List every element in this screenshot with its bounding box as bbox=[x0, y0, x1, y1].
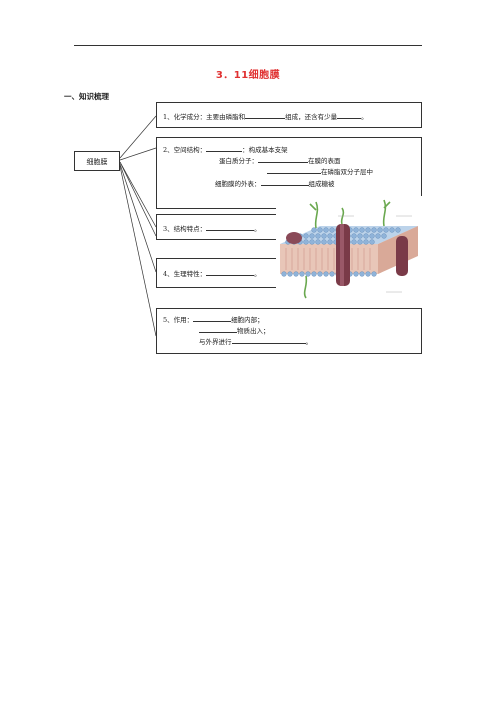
cell-membrane-illustration bbox=[276, 196, 422, 300]
blank-structure-3[interactable] bbox=[267, 166, 321, 174]
blank-structure-2[interactable] bbox=[258, 155, 308, 163]
membrane-protein bbox=[336, 224, 350, 286]
root-node-cell-membrane: 细胞膜 bbox=[74, 151, 120, 171]
membrane-protein bbox=[286, 232, 302, 244]
blank-function-3[interactable] bbox=[231, 336, 306, 344]
header-rule bbox=[74, 45, 422, 46]
membrane-protein bbox=[396, 236, 408, 276]
item-composition: 1、化学成分：主要由磷脂和组成，还含有少量。 bbox=[156, 102, 422, 128]
section-heading: 一、知识梳理 bbox=[64, 92, 109, 101]
blank-structure-1[interactable] bbox=[206, 144, 243, 152]
page-title: 3．11细胞膜 bbox=[215, 70, 281, 81]
blank-feature[interactable] bbox=[206, 223, 255, 231]
blank-structure-4[interactable] bbox=[260, 178, 309, 186]
blank-composition-2[interactable] bbox=[337, 111, 362, 119]
blank-function-2[interactable] bbox=[199, 325, 237, 333]
item-function: 5、作用：细胞内部； 物质出入； 与外界进行。 bbox=[156, 308, 422, 354]
blank-composition-1[interactable] bbox=[245, 111, 286, 119]
blank-function-1[interactable] bbox=[193, 314, 232, 322]
glycocalyx bbox=[303, 199, 391, 299]
blank-property[interactable] bbox=[206, 268, 255, 276]
